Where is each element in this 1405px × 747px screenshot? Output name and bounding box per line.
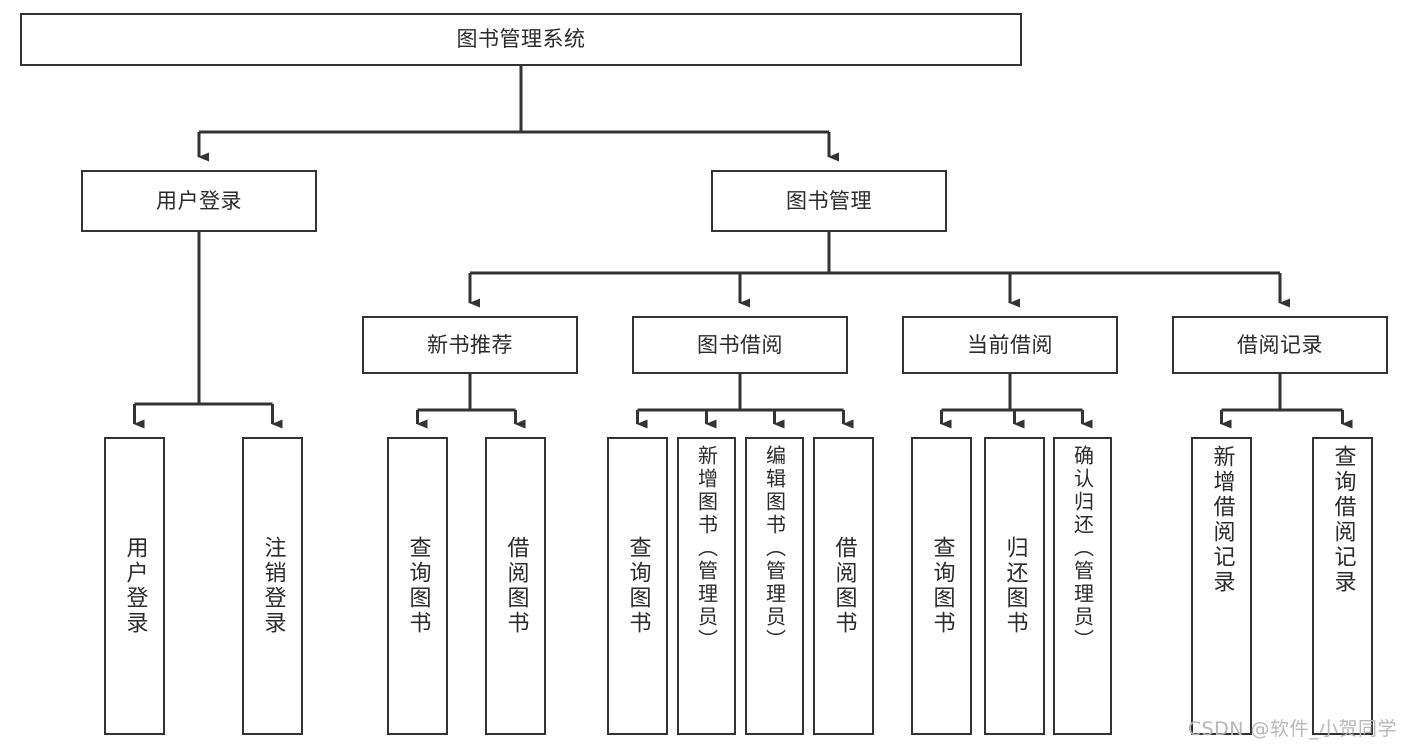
connector-group (133, 66, 1353, 429)
leaf-node[interactable]: 查询图书 (607, 437, 668, 735)
node-label: 图书管理系统 (456, 27, 586, 52)
leaf-node[interactable]: 查询图书 (911, 437, 972, 735)
watermark-text: CSDN @软件_小贺同学 (1187, 718, 1397, 740)
leaf-node[interactable]: 借阅图书 (813, 437, 874, 735)
node-label: 图书借阅 (697, 332, 783, 357)
node-label: 编辑图书（管理员） (762, 445, 787, 652)
node-label: 查询图书 (929, 536, 955, 636)
branch-node[interactable]: 新书推荐 (362, 316, 578, 374)
branch-node[interactable]: 用户登录 (81, 170, 317, 232)
leaf-node[interactable]: 编辑图书（管理员） (745, 437, 804, 735)
branch-node[interactable]: 借阅记录 (1172, 316, 1388, 374)
node-label: 新增借阅记录 (1209, 445, 1235, 595)
leaf-node[interactable]: 新增借阅记录 (1191, 437, 1252, 735)
node-label: 借阅图书 (503, 536, 529, 636)
leaf-node[interactable]: 新增图书（管理员） (677, 437, 736, 735)
leaf-node[interactable]: 归还图书 (984, 437, 1045, 735)
leaf-node[interactable]: 确认归还（管理员） (1053, 437, 1112, 735)
leaf-node[interactable]: 用户登录 (104, 437, 165, 735)
leaf-node[interactable]: 查询借阅记录 (1312, 437, 1373, 735)
node-label: 查询图书 (625, 536, 651, 636)
leaf-node[interactable]: 借阅图书 (485, 437, 546, 735)
branch-node[interactable]: 图书借阅 (632, 316, 848, 374)
node-label: 查询借阅记录 (1330, 445, 1356, 595)
node-label: 注销登录 (260, 536, 286, 636)
node-label: 新增图书（管理员） (694, 445, 719, 652)
leaf-node[interactable]: 查询图书 (387, 437, 448, 735)
branch-node[interactable]: 当前借阅 (902, 316, 1118, 374)
leaf-node[interactable]: 注销登录 (242, 437, 303, 735)
node-label: 新书推荐 (427, 332, 513, 357)
node-label: 图书管理 (786, 188, 872, 213)
node-label: 确认归还（管理员） (1070, 445, 1095, 652)
node-label: 用户登录 (156, 188, 242, 213)
node-label: 用户登录 (122, 536, 148, 636)
node-label: 当前借阅 (967, 332, 1053, 357)
node-label: 借阅图书 (831, 536, 857, 636)
branch-node[interactable]: 图书管理 (711, 170, 947, 232)
root-node[interactable]: 图书管理系统 (20, 13, 1022, 66)
node-label: 借阅记录 (1237, 332, 1323, 357)
node-label: 归还图书 (1002, 536, 1028, 636)
node-label: 查询图书 (405, 536, 431, 636)
